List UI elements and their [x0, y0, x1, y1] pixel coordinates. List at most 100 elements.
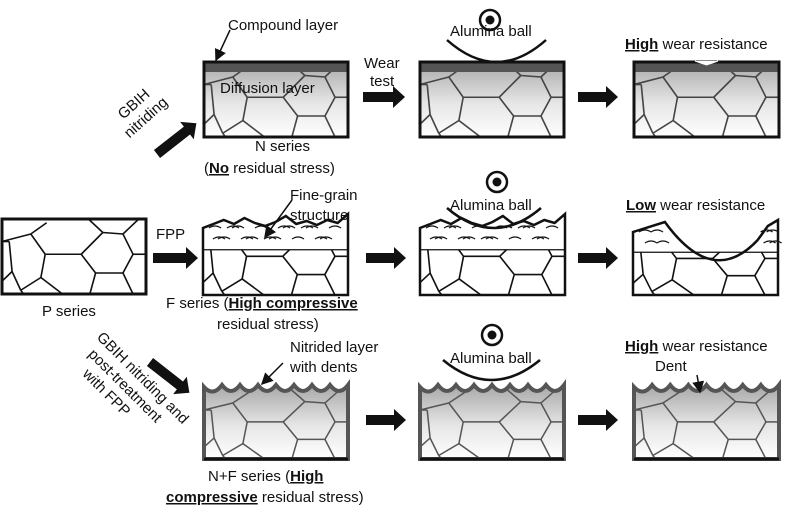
- f-wear-box-fine-grain-mark: [536, 236, 550, 240]
- nf-result-box-grain-boundary: [662, 391, 680, 404]
- f-series-box-fine-grain-mark: [300, 225, 314, 229]
- nf-series-box-grain-boundary: [282, 401, 306, 423]
- nf-result-box-grain-boundary: [713, 421, 729, 440]
- f-result-box-surface: [631, 217, 780, 297]
- nf-wear-box-grain-boundary: [505, 388, 522, 403]
- nf-series-box-grain-boundary: [304, 400, 326, 404]
- nitrided-layer-label-1: Nitrided layer: [290, 339, 378, 356]
- wear-test-arrow: [363, 86, 405, 108]
- f-wear-box-fine-grain-mark: [485, 236, 499, 240]
- f-series-box-fine-grain-mark: [208, 225, 222, 229]
- f-wear-box-grain-boundary: [541, 274, 553, 296]
- nf-treatment-arrow: [146, 358, 190, 395]
- f-wear-box-grain-boundary: [547, 249, 553, 257]
- ball-3-direction-dot: [487, 330, 497, 340]
- p-series-grain-boundary: [40, 254, 46, 278]
- nf-wear-box-grain-boundary: [540, 439, 552, 460]
- nf-result-box-grain-boundary: [755, 421, 767, 440]
- result-label-3: High wear resistance: [625, 338, 768, 355]
- dent-pointer: [692, 374, 705, 394]
- f-series-box-surface: [201, 211, 350, 297]
- n-result-box-grain-boundary: [672, 119, 696, 138]
- ball-1-direction-dot: [485, 15, 495, 25]
- p-series-grain-boundary: [30, 233, 46, 255]
- fine-grain-pointer: [264, 199, 293, 239]
- p-series-grain-boundary: [80, 231, 104, 255]
- p-series-grain-boundary: [122, 233, 134, 255]
- n-wear-box-grain-boundary: [429, 114, 440, 134]
- nf-treatment-arrow-shape: [146, 358, 190, 395]
- n-series-box-gradient: [204, 62, 348, 137]
- f-result-box-fine-grain-mark: [650, 229, 664, 233]
- f-series-box-fine-grain-mark: [231, 225, 245, 229]
- ball-2-direction-icon: [485, 170, 509, 194]
- f-result-box-grain-boundary: [712, 251, 721, 260]
- f-wear-box-fine-grain-mark: [443, 225, 457, 229]
- f-series-box-fine-grain-mark: [212, 236, 226, 240]
- n-result-box-grain-boundary: [755, 76, 767, 98]
- alumina-ball-arc-2: [446, 207, 542, 230]
- f-wear-box-grain-boundary: [427, 249, 431, 274]
- p-series-grain-boundary: [20, 276, 42, 291]
- dent-label: Dent: [655, 358, 688, 375]
- wear-arrow-3: [366, 409, 406, 431]
- alumina-ball-arc-3: [442, 359, 541, 382]
- f-series-box-grain-boundary: [282, 249, 291, 257]
- f-series-box-fine-grain-mark: [319, 236, 333, 240]
- f-wear-box-grain-boundary: [458, 249, 465, 257]
- f-series-box-fine-grain-mark: [277, 225, 291, 229]
- n-wear-box-grain-boundary: [540, 76, 552, 98]
- f-series-box-grain-boundary: [330, 249, 336, 257]
- f-result-box-grain-boundary: [754, 275, 766, 296]
- nf-wear-box-grain-boundary: [498, 401, 522, 423]
- f-wear-box-grain-boundary: [419, 272, 431, 284]
- nf-stress-label: compressive residual stress): [166, 489, 364, 506]
- f-series-box-grain-boundary: [241, 278, 265, 296]
- n-wear-box-grain-boundary: [458, 119, 481, 138]
- nf-series-box-grain-boundary: [203, 402, 233, 411]
- n-result-box-wear-mark: [694, 60, 719, 66]
- f-result-box-grain-boundary: [720, 275, 729, 296]
- nf-wear-box-grain-boundary: [520, 400, 542, 404]
- f-result-box-grain-boundary: [754, 258, 766, 277]
- result-arrow-3: [578, 409, 618, 431]
- p-series-grain-boundary: [122, 253, 134, 274]
- f-wear-box-surface: [418, 211, 567, 297]
- gbih-arrow-shape: [153, 121, 197, 158]
- nf-result-box-grain-boundary: [672, 442, 696, 460]
- f-result-box-grain-boundary: [642, 273, 653, 292]
- f-wear-box-fine-grain-mark: [462, 236, 476, 240]
- nf-wear-box-grain-boundary: [438, 442, 460, 457]
- result-arrow-3-shape: [578, 409, 618, 431]
- n-series-box-grain-boundary: [203, 76, 234, 86]
- p-series-grain-boundary: [102, 231, 124, 235]
- n-result-box-gradient: [634, 62, 779, 137]
- n-series-box-grain-boundary: [242, 119, 265, 138]
- p-series-grain-boundary: [87, 218, 104, 234]
- wear-arrow-2: [366, 247, 406, 269]
- nf-result-box-grain-boundary: [643, 437, 654, 456]
- fpp-arrow-shape: [153, 247, 198, 269]
- n-result-box-grain-boundary: [755, 96, 767, 117]
- f-series-box-fine-grain-mark: [282, 225, 296, 229]
- f-wear-box-fine-grain-mark: [522, 225, 536, 229]
- nf-result-box-grain-boundary: [672, 421, 679, 444]
- nf-result-box-grain-boundary: [755, 402, 767, 423]
- nf-series-box-grain-boundary: [282, 421, 299, 440]
- wear-arrow-3-shape: [366, 409, 406, 431]
- n-series-box-grain-boundary: [242, 97, 248, 121]
- f-result-box-fine-grain-mark: [763, 240, 776, 244]
- f-series-box-fine-grain-mark: [240, 236, 254, 240]
- f-wear-box-grain-boundary: [429, 272, 440, 292]
- nf-series-box-grain-boundary: [324, 439, 336, 460]
- n-series-box-grain-boundary: [304, 74, 326, 78]
- n-wear-box-gradient: [420, 62, 564, 137]
- nf-wear-box-grain-boundary: [458, 442, 481, 460]
- n-wear-box-grain-boundary: [507, 115, 515, 138]
- n-wear-box-grain-boundary: [448, 76, 464, 98]
- result-arrow-1-shape: [578, 86, 618, 108]
- n-series-box-compound-layer: [204, 62, 348, 72]
- f-result-box-fine-grain-mark: [644, 240, 658, 244]
- wear-test-arrow-shape: [363, 86, 405, 108]
